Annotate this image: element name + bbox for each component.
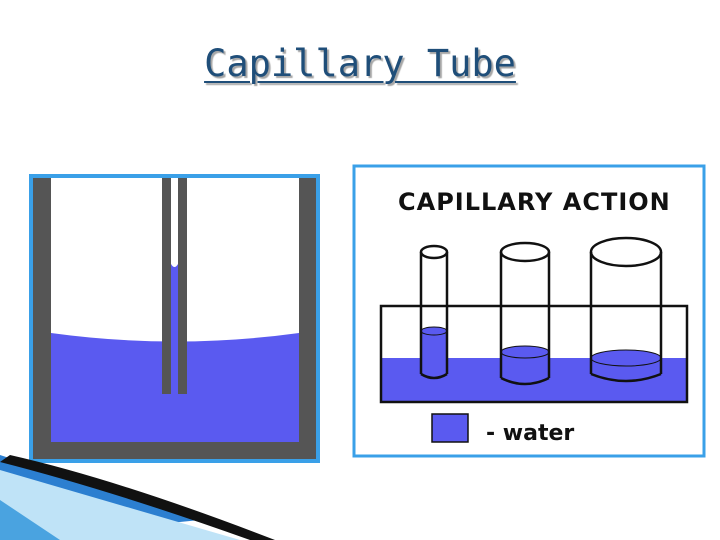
tube-narrow-meniscus — [420, 326, 448, 336]
tube-narrow — [419, 244, 449, 380]
capillary-tube-left-wall — [162, 178, 171, 394]
right-figure: CAPILLARY ACTION — [352, 164, 706, 458]
capillary-tube-water — [171, 264, 178, 394]
decorative-swoosh — [0, 455, 275, 540]
tube-narrow-water — [421, 331, 447, 371]
tube-wide — [589, 236, 663, 383]
legend-water-swatch — [431, 413, 469, 443]
capillary-tube-air — [171, 178, 178, 264]
basin-outline — [379, 304, 689, 404]
tube-medium — [499, 241, 551, 386]
legend-water-label: - water — [486, 421, 574, 446]
right-frame — [352, 164, 706, 458]
capillary-tube-right-wall — [178, 178, 187, 394]
left-figure — [29, 174, 320, 463]
swoosh-accent — [0, 500, 60, 540]
capillary-action-heading: CAPILLARY ACTION — [398, 188, 671, 216]
tube-wide-meniscus — [590, 349, 662, 367]
swoosh-light — [0, 470, 240, 540]
tube-medium-meniscus — [500, 345, 550, 359]
slide-title: Capillary Tube — [204, 42, 516, 85]
swoosh-black — [0, 455, 275, 540]
